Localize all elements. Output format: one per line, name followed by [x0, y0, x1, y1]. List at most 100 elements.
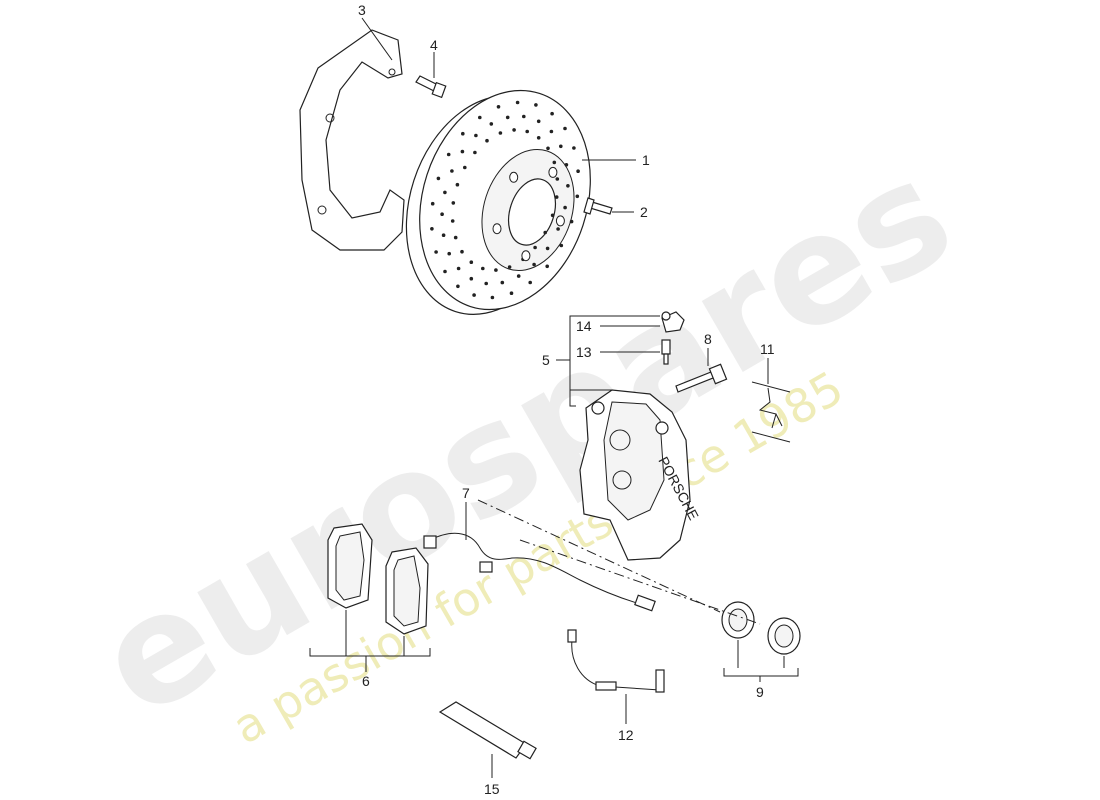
callout-13: 13	[576, 344, 592, 360]
disc-hole	[546, 146, 550, 151]
disc-hole	[441, 233, 446, 237]
disc-hole	[461, 131, 465, 136]
shield-bolt	[415, 75, 447, 99]
disc-hole	[485, 138, 489, 143]
hub-bolt-hole	[509, 171, 519, 183]
disc-hole	[543, 230, 547, 235]
brake-disc	[405, 89, 591, 315]
hub-bolt-hole	[555, 215, 565, 227]
disc-hole	[559, 243, 564, 248]
disc-hole	[469, 260, 474, 265]
brake-pads	[327, 523, 429, 635]
disc-hole	[536, 136, 541, 140]
disc-hole	[550, 111, 554, 116]
disc-hole	[484, 281, 489, 286]
disc-hole	[528, 280, 532, 285]
caliper-bolt	[675, 363, 728, 393]
piston-seals	[721, 601, 801, 655]
disc-hole	[456, 266, 461, 271]
disc-hub-bolt-holes	[492, 166, 565, 262]
disc-hole	[447, 251, 452, 256]
disc-hole	[534, 103, 538, 107]
disc-hole	[549, 129, 554, 134]
disc-hole	[512, 128, 516, 132]
disc-hole	[474, 133, 478, 138]
brake-hose	[567, 629, 665, 693]
disc-hole	[469, 276, 474, 281]
disc-hole	[455, 182, 460, 187]
disc-hole	[563, 205, 567, 210]
disc-hole	[564, 163, 569, 167]
disc-hole	[516, 274, 521, 278]
disc-hole	[451, 201, 456, 205]
disc-hole	[552, 160, 557, 165]
disc-hole	[507, 265, 512, 269]
disc-hole	[450, 169, 454, 173]
callout-9: 9	[756, 684, 764, 700]
callout-numbers: 1 2 3 4 5 6 7 8 9 11 12 13 14 15	[358, 2, 775, 797]
disc-hole	[463, 165, 467, 170]
bleeder-valve	[661, 339, 671, 365]
disc-hole	[545, 246, 550, 251]
disc-hole	[554, 195, 559, 199]
disc-hole	[569, 219, 574, 224]
disc-hole	[456, 284, 460, 289]
disc-hole	[545, 264, 549, 269]
disc-cross-drill-holes	[430, 100, 580, 300]
brake-caliper: PORSCHE	[579, 389, 702, 561]
disc-hole	[443, 190, 447, 195]
disc-hole	[478, 115, 482, 120]
disc-hole	[494, 268, 498, 272]
disc-hole	[436, 176, 441, 181]
disc-hole	[550, 213, 555, 218]
disc-hole	[460, 249, 464, 254]
callout-14: 14	[576, 318, 592, 334]
disc-hole	[460, 149, 465, 154]
callout-2: 2	[640, 204, 648, 220]
callout-11: 11	[760, 341, 775, 357]
disc-screw	[583, 197, 613, 215]
disc-hole	[473, 150, 477, 155]
disc-hole	[481, 266, 485, 271]
disc-hole	[500, 280, 505, 285]
callout-3: 3	[358, 2, 366, 18]
disc-hole	[446, 152, 451, 157]
grease-tube	[438, 701, 537, 760]
disc-hole	[563, 126, 567, 131]
disc-hole	[509, 291, 514, 296]
disc-hole	[575, 194, 580, 199]
disc-hole	[536, 119, 541, 124]
disc-hole	[453, 235, 458, 240]
disc-hole	[443, 269, 447, 274]
disc-hole	[472, 293, 476, 297]
spreader-spring	[751, 381, 791, 443]
disc-hole	[505, 115, 510, 120]
wear-sensor-cable	[423, 532, 656, 612]
disc-hole	[490, 295, 495, 300]
callout-7: 7	[462, 485, 470, 501]
disc-hole	[532, 262, 536, 267]
disc-hole	[496, 105, 501, 109]
callout-4: 4	[430, 37, 438, 53]
callout-12: 12	[618, 727, 634, 743]
disc-hole	[559, 144, 563, 149]
callout-5: 5	[542, 352, 550, 368]
disc-hole	[533, 245, 537, 250]
disc-hole	[450, 219, 455, 223]
disc-hole	[434, 250, 438, 254]
hub-bolt-hole	[548, 166, 558, 178]
disc-hole	[515, 100, 520, 105]
leader-lines	[309, 17, 799, 778]
callout-1: 1	[642, 152, 650, 168]
disc-hole	[572, 146, 576, 150]
callout-6: 6	[362, 673, 370, 689]
disc-hole	[489, 122, 494, 126]
disc-hole	[440, 212, 444, 216]
disc-hole	[525, 129, 529, 134]
disc-hole	[430, 201, 435, 206]
disc-hole	[566, 184, 570, 188]
disc-hole	[576, 169, 580, 173]
disc-hole	[498, 131, 503, 135]
